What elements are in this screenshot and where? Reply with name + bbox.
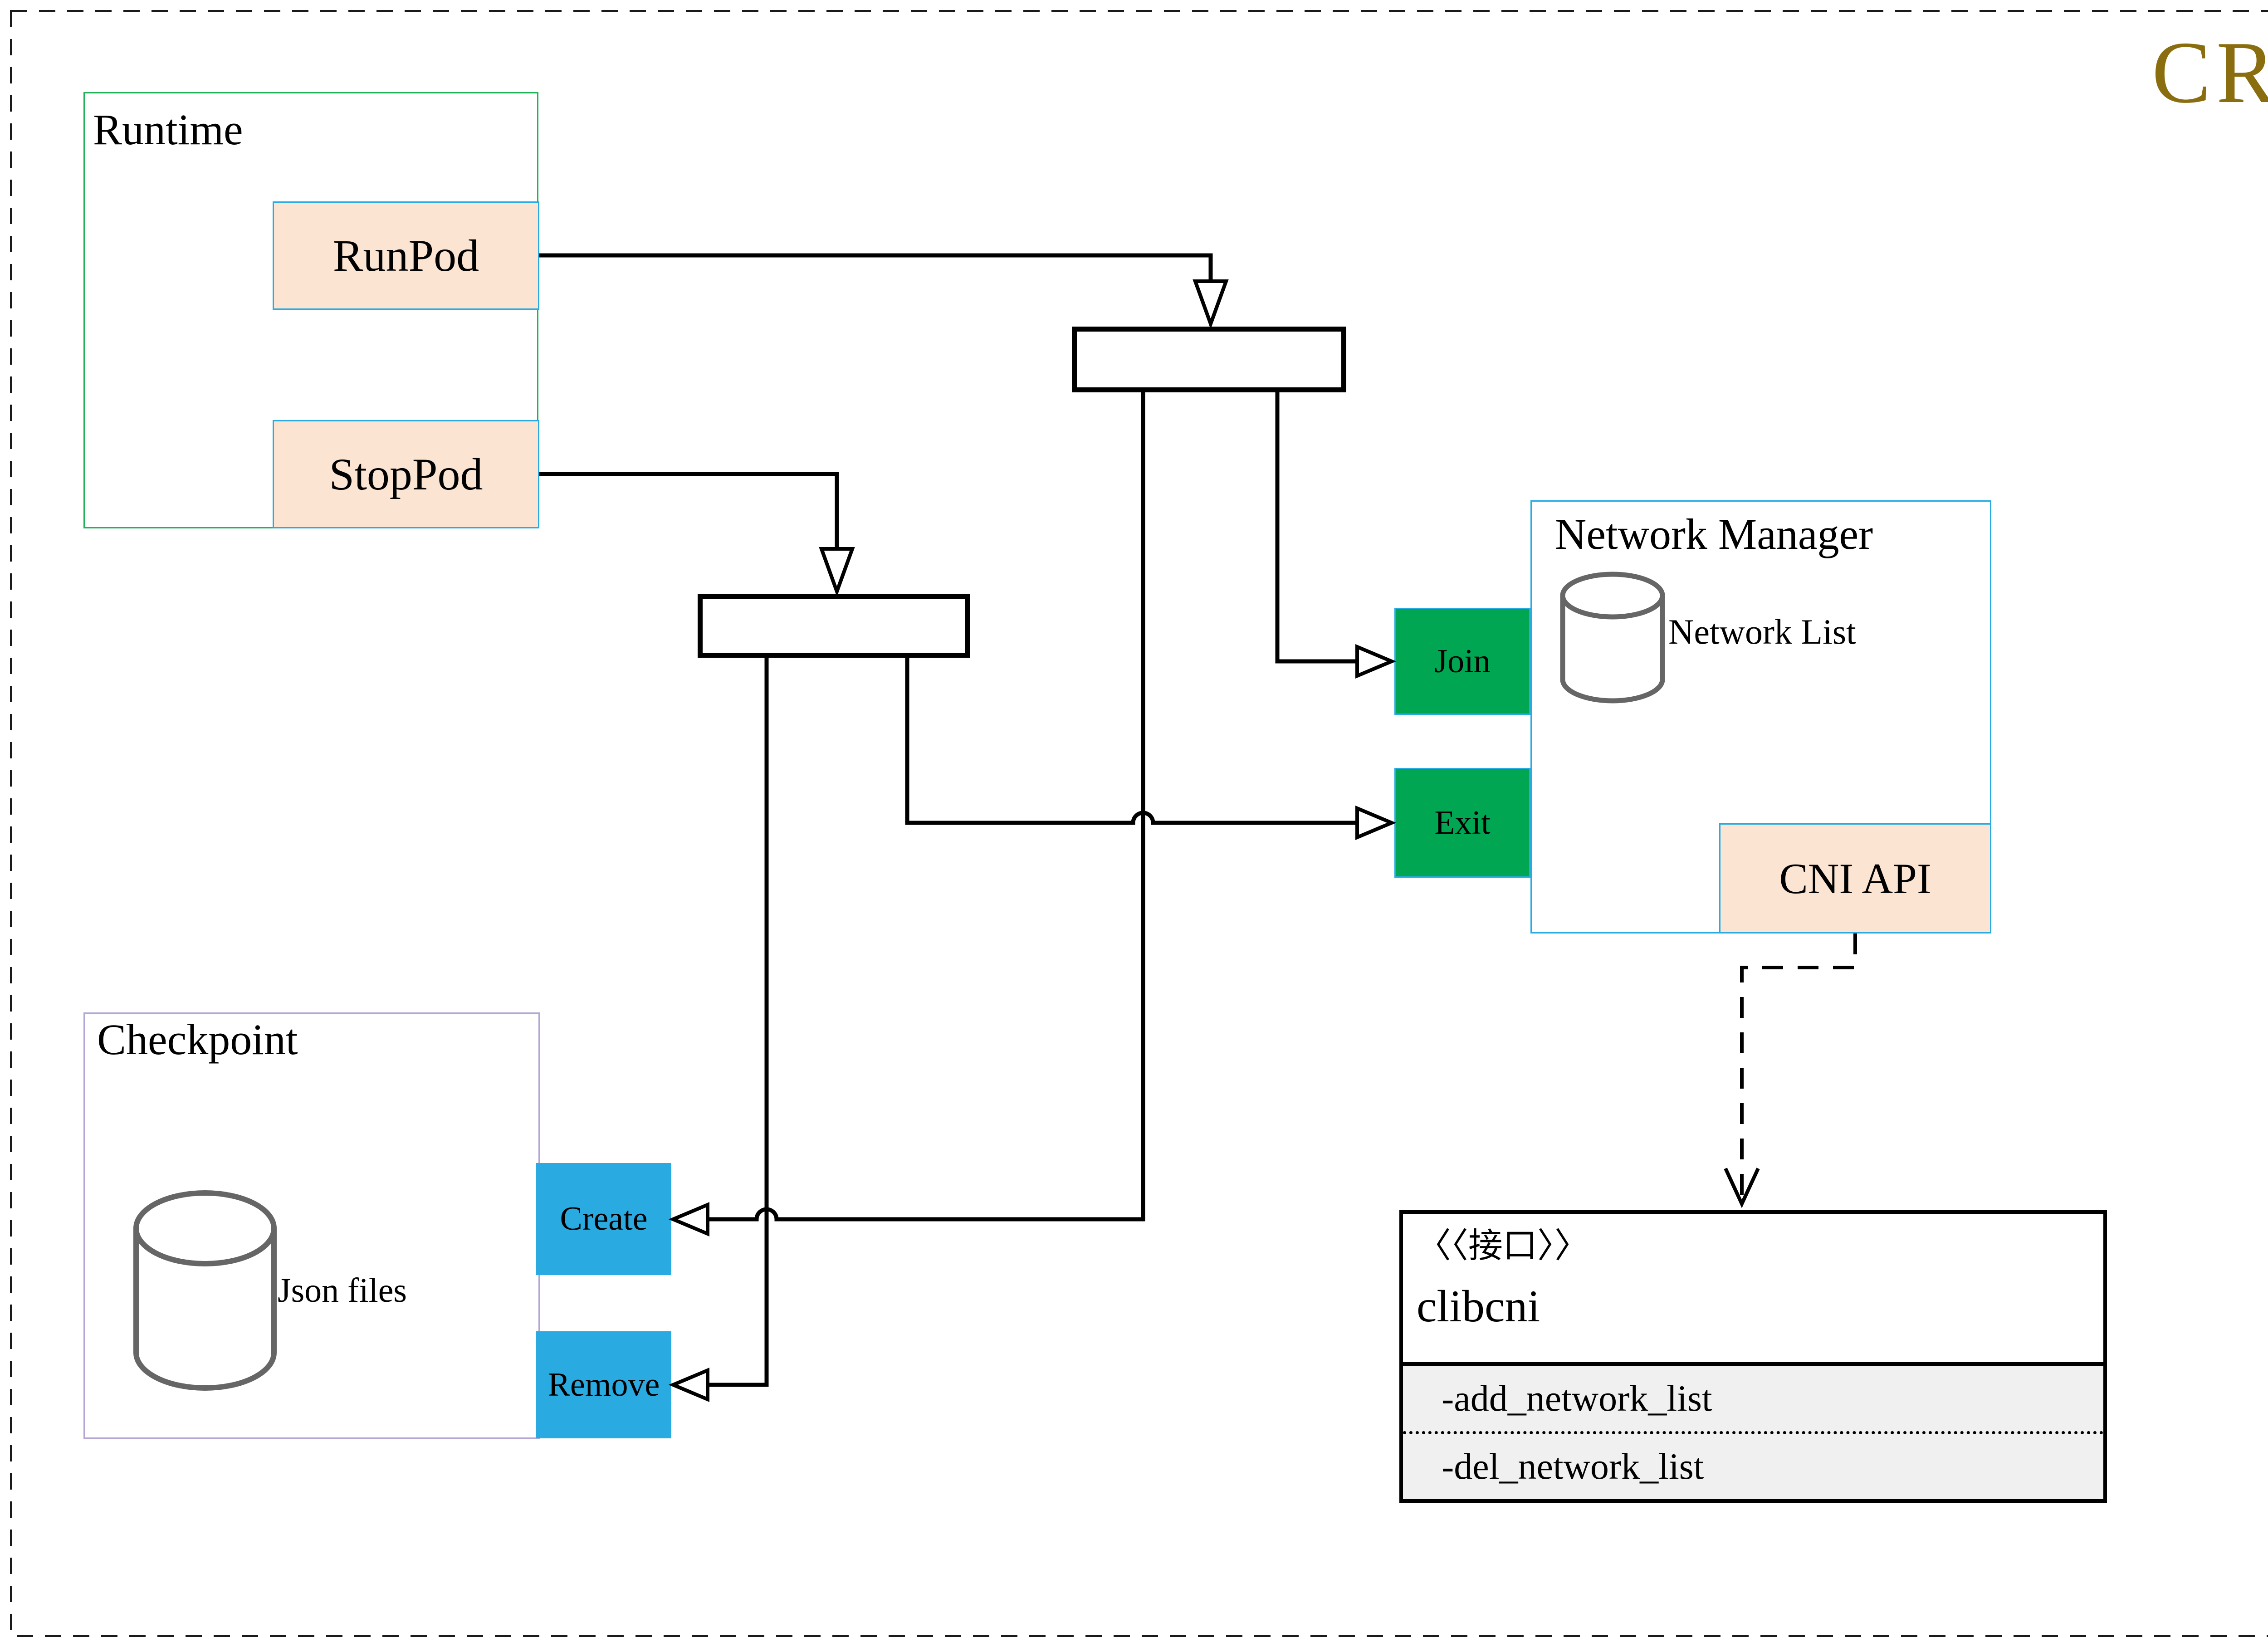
- left-open-arrowhead: [668, 1202, 709, 1237]
- right-open-arrowhead: [1355, 644, 1397, 679]
- clibcni-name: clibcni: [1417, 1281, 1540, 1331]
- cni-api-button: CNI API: [1719, 823, 1991, 933]
- checkpoint-box: [83, 1012, 540, 1439]
- clibcni-methods: -add_network_list -del_network_list: [1403, 1362, 2103, 1499]
- checkpoint-title: Checkpoint: [97, 1015, 298, 1064]
- down-open-arrowhead: [1193, 279, 1229, 329]
- junction-to-exit-connector: [905, 658, 1357, 825]
- exit-button: Exit: [1394, 768, 1530, 878]
- right-open-arrowhead: [1355, 805, 1397, 841]
- left-open-arrowhead: [668, 1367, 709, 1403]
- runpod-junction-bar: [1072, 327, 1346, 392]
- junction-to-create-connector: [708, 392, 1145, 1222]
- stoppod-to-junction-connector: [539, 472, 839, 552]
- remove-button: Remove: [536, 1331, 671, 1438]
- down-open-arrowhead: [819, 547, 855, 597]
- runpod-to-junction-connector: [539, 253, 1213, 285]
- junction-to-remove-connector: [708, 658, 769, 1387]
- clibcni-interface-box: 〈〈接口〉〉 clibcni -add_network_list -del_ne…: [1399, 1210, 2107, 1503]
- network-list-label: Network List: [1668, 612, 1856, 651]
- json-files-label: Json files: [278, 1271, 407, 1310]
- down-v-arrowhead: [1724, 1168, 1760, 1208]
- network-manager-title: Network Manager: [1555, 510, 1873, 558]
- cri-title: CRI: [2151, 24, 2268, 122]
- join-button: Join: [1394, 608, 1530, 715]
- stoppod-junction-bar: [698, 594, 970, 658]
- clibcni-header: 〈〈接口〉〉 clibcni: [1403, 1214, 2103, 1362]
- clibcni-method-add: -add_network_list: [1442, 1377, 1712, 1419]
- runtime-title: Runtime: [93, 105, 243, 154]
- clibcni-stereotype: 〈〈接口〉〉: [1417, 1227, 1589, 1265]
- cni-api-to-clibcni-dashed-connector: [1724, 933, 1857, 1208]
- create-button: Create: [536, 1163, 671, 1275]
- runpod-button: RunPod: [273, 201, 539, 310]
- junction-to-join-connector: [1275, 392, 1357, 664]
- clibcni-method-del: -del_network_list: [1403, 1431, 2103, 1500]
- stoppod-button: StopPod: [273, 420, 539, 528]
